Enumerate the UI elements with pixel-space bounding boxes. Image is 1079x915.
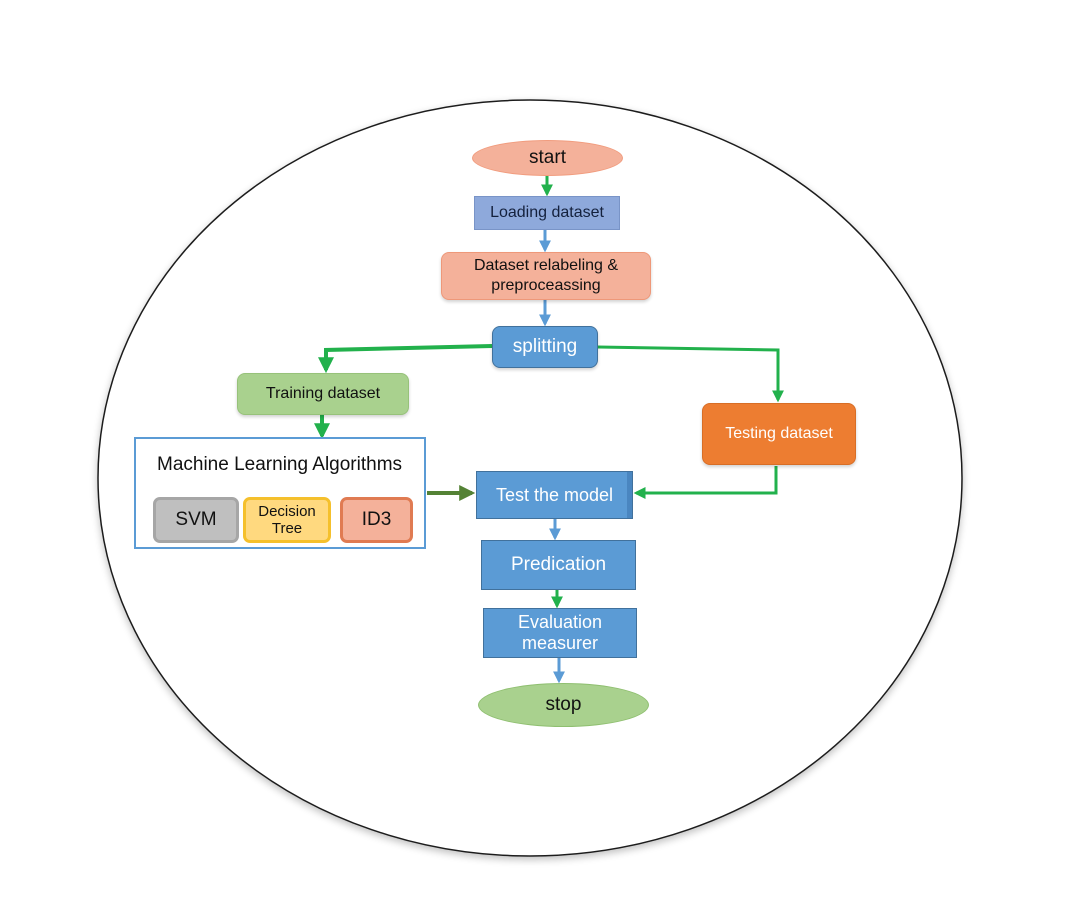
test-model-label: Test the model bbox=[495, 484, 614, 505]
stop-label: stop bbox=[545, 694, 582, 716]
predication-label: Predication bbox=[510, 554, 607, 576]
splitting-node: splitting bbox=[492, 326, 598, 368]
stop-node: stop bbox=[478, 683, 649, 727]
loading-dataset-label: Loading dataset bbox=[490, 204, 604, 221]
start-node: start bbox=[472, 140, 623, 176]
testing-dataset-label: Testing dataset bbox=[725, 425, 833, 442]
evaluation-measurer-node: Evaluation measurer bbox=[483, 608, 637, 658]
test-model-node: Test the model bbox=[476, 471, 633, 519]
start-label: start bbox=[529, 147, 566, 169]
relabel-preprocess-label: Dataset relabeling & preproceassing bbox=[473, 257, 619, 294]
loading-dataset-node: Loading dataset bbox=[474, 196, 620, 230]
decision-tree-node: Decision Tree bbox=[243, 497, 331, 543]
training-dataset-node: Training dataset bbox=[237, 373, 409, 415]
splitting-label: splitting bbox=[512, 336, 578, 358]
ml-algorithms-title: Machine Learning Algorithms bbox=[157, 454, 403, 475]
svm-node: SVM bbox=[153, 497, 239, 543]
decision-tree-label: Decision Tree bbox=[258, 502, 316, 537]
testing-dataset-node: Testing dataset bbox=[702, 403, 856, 465]
arrow-splitting-to-training bbox=[318, 344, 493, 374]
training-dataset-label: Training dataset bbox=[265, 385, 381, 402]
arrow-testing-to-test-model bbox=[633, 466, 778, 499]
relabel-preprocess-node: Dataset relabeling & preproceassing bbox=[441, 252, 651, 300]
ml-algorithms-box: Machine Learning Algorithms SVM Decision… bbox=[134, 437, 426, 549]
evaluation-measurer-label: Evaluation measurer bbox=[517, 612, 603, 653]
predication-node: Predication bbox=[481, 540, 636, 590]
id3-label: ID3 bbox=[361, 509, 392, 531]
svm-label: SVM bbox=[175, 509, 217, 531]
arrow-splitting-to-testing bbox=[597, 345, 784, 403]
id3-node: ID3 bbox=[340, 497, 413, 543]
